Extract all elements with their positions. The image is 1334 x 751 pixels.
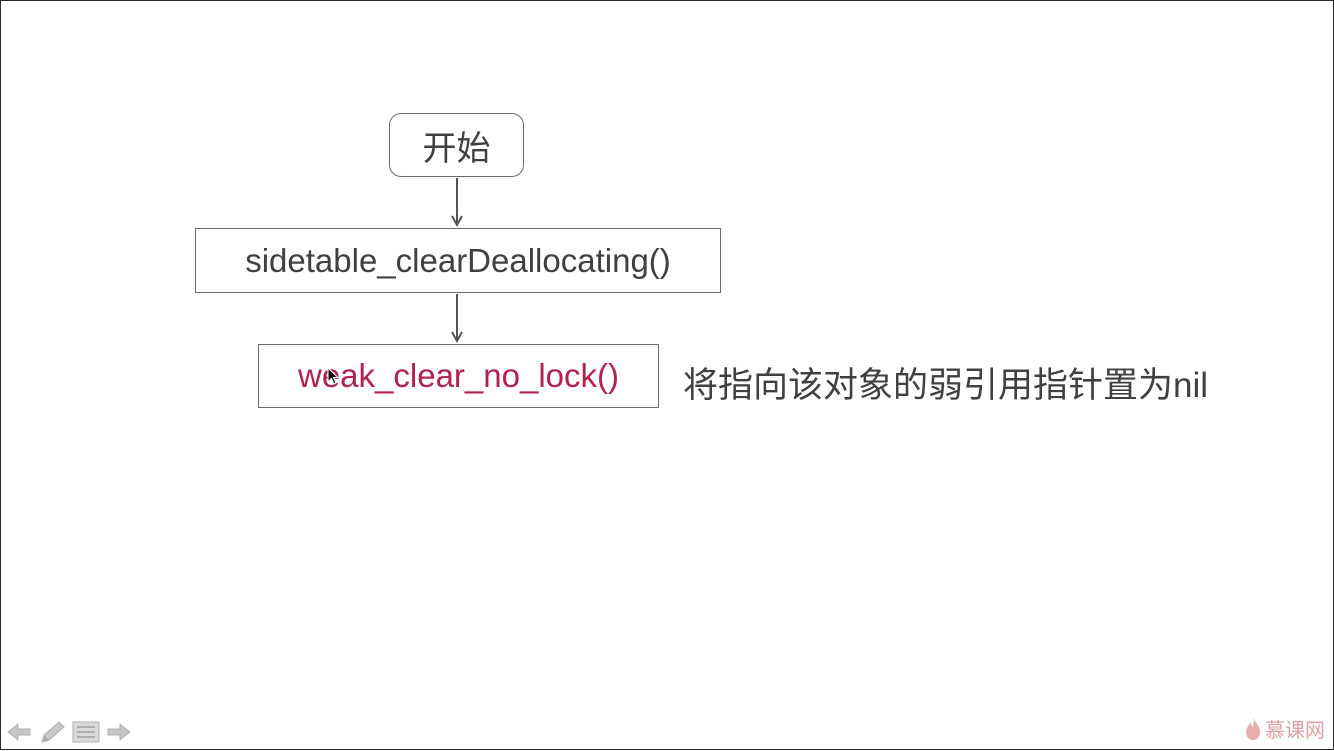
imooc-watermark: 慕课网 (1244, 714, 1325, 743)
sidetable-clear-deallocating-node: sidetable_clearDeallocating() (195, 228, 721, 293)
weak-clear-note: 将指向该对象的弱引用指针置为nil (683, 366, 1209, 405)
start-node-label: 开始 (422, 129, 491, 168)
pen-icon[interactable] (37, 719, 67, 745)
flame-logo-icon (1246, 717, 1260, 740)
arrow-left-icon[interactable] (5, 719, 33, 745)
weak-clear-no-lock-node: weak_clear_no_lock() (258, 344, 659, 408)
arrow-right-icon[interactable] (105, 719, 133, 745)
menu-icon[interactable] (71, 719, 101, 745)
mouse-cursor-icon (327, 367, 340, 385)
watermark-text: 慕课网 (1265, 720, 1325, 742)
sidetable-clear-deallocating-label: sidetable_clearDeallocating() (245, 241, 671, 279)
start-node: 开始 (389, 113, 524, 177)
weak-clear-no-lock-label: weak_clear_no_lock() (298, 357, 619, 394)
